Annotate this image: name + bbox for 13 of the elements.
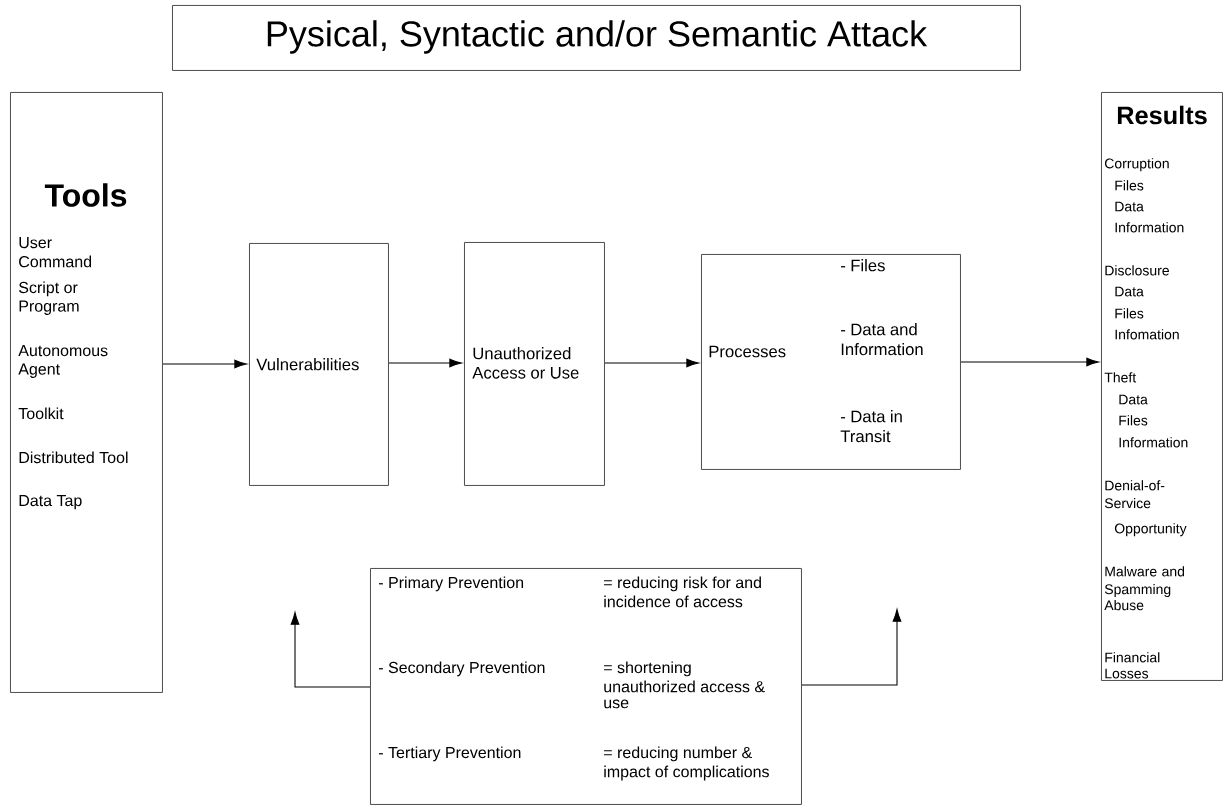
results-panel: Results Corruption Files Data Information Disclosure Data Files Infomation Theft Data Files Information Denial-of-Service Opportunity Malware and Spamming Abuse Financial Losses: [1101, 92, 1223, 681]
process-box: Processes - Files - Data and Information - Data in Transit: [701, 254, 961, 470]
tools-panel: Tools User Command Script or Program Autonomous Agent Toolkit Distributed Tool Data Tap: [10, 92, 163, 693]
arrow: [960, 357, 1099, 367]
arrow: [388, 358, 462, 368]
prevention-box: - Primary Prevention = reducing risk for and incidence of access - Secondary Prevention = shortening unauthorized access & use - Tertiary Prevention = reducing number & impact of complications: [370, 568, 802, 805]
feedback-arrow: [290, 612, 371, 688]
arrow: [604, 358, 699, 368]
title-box: Pysical, Syntactic and/or Semantic Attack: [172, 5, 1021, 71]
process-box: Unauthorized Access or Use: [464, 242, 605, 486]
process-box: Vulnerabilities: [249, 243, 389, 486]
arrow: [162, 359, 247, 369]
feedback-arrow: [801, 609, 902, 686]
